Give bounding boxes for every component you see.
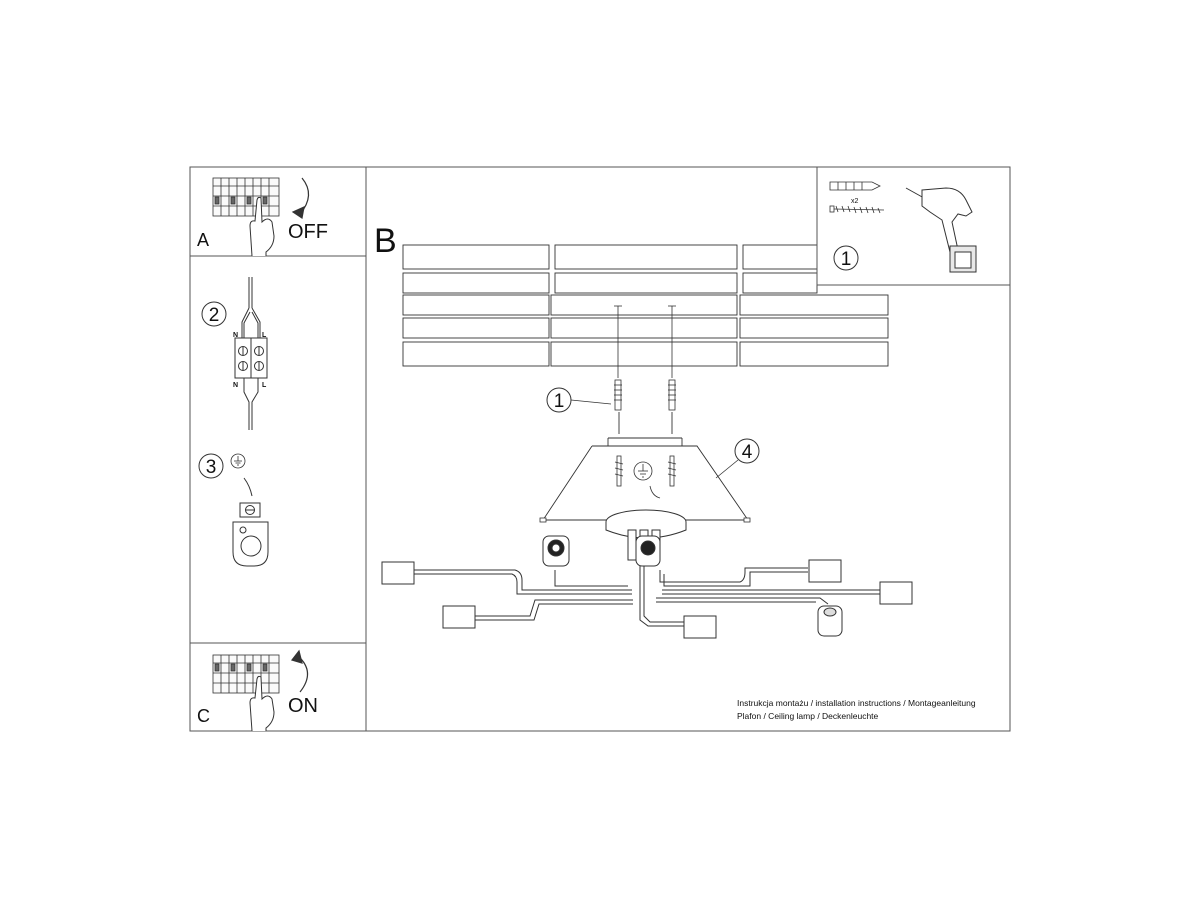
screw-icon bbox=[829, 205, 885, 214]
step-3-number: 3 bbox=[206, 457, 217, 478]
wire-label-n-top: N bbox=[233, 332, 238, 339]
step-2-number: 2 bbox=[209, 305, 220, 326]
hand-icon bbox=[249, 675, 275, 732]
drill-icon bbox=[905, 187, 977, 273]
hand-icon bbox=[249, 196, 275, 257]
switch-off-label: OFF bbox=[288, 221, 328, 243]
wall-plug-icon bbox=[829, 181, 881, 191]
wire-label-l-bottom: L bbox=[262, 382, 267, 389]
ground-symbol-icon bbox=[633, 461, 661, 499]
screw-icon bbox=[539, 455, 751, 523]
ground-terminal-icon bbox=[232, 502, 269, 567]
wall-plug-icon bbox=[614, 379, 676, 411]
wire-label-l-top: L bbox=[262, 332, 267, 339]
callout-canopy: 4 bbox=[742, 442, 753, 463]
footer-line-1: Instrukcja montażu / installation instru… bbox=[737, 698, 976, 708]
drill-holes-icon bbox=[614, 305, 676, 378]
panel-a-letter: A bbox=[197, 230, 209, 250]
curved-arrow-down-icon bbox=[291, 177, 310, 220]
tools-number: 1 bbox=[841, 249, 852, 270]
wire-icon bbox=[241, 277, 261, 338]
outer-frame bbox=[189, 166, 1011, 732]
panel-c-letter: C bbox=[197, 706, 210, 726]
circuit-breaker-icon bbox=[212, 177, 280, 217]
panel-a: A OFF bbox=[197, 177, 328, 257]
quantity-label: x2 bbox=[851, 198, 859, 205]
step-3-ground: 3 bbox=[198, 453, 269, 567]
callout-screws: 1 bbox=[554, 391, 565, 412]
switch-on-label: ON bbox=[288, 695, 318, 717]
main-letter: B bbox=[374, 222, 397, 260]
ceiling-lamp-icon bbox=[381, 509, 913, 639]
footer-line-2: Plafon / Ceiling lamp / Deckenleuchte bbox=[737, 711, 879, 721]
ground-symbol-icon bbox=[230, 453, 246, 469]
panel-c: C ON bbox=[197, 649, 318, 732]
curved-arrow-up-icon bbox=[290, 649, 309, 693]
terminal-block-icon bbox=[234, 337, 268, 379]
circuit-breaker-icon bbox=[212, 654, 280, 694]
ceiling-panels-icon bbox=[402, 244, 889, 367]
step-2-connector: 2 N L N L bbox=[201, 277, 268, 430]
wire-label-n-bottom: N bbox=[233, 382, 238, 389]
